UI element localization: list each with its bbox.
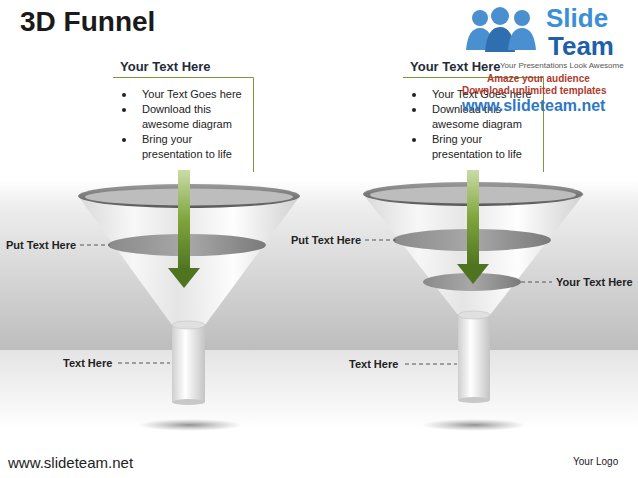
callout-label: Text Here [349, 357, 398, 371]
logo-url: www.slideteam.net [462, 96, 605, 115]
footer-url: www.slideteam.net [8, 454, 133, 472]
bullet-item: Bring your presentation to life [113, 132, 252, 162]
bullet-dot [122, 138, 126, 142]
bullet-item: Bring your presentation to life [403, 132, 542, 162]
callout-label: Put Text Here [291, 233, 361, 247]
bullet-text: Download this awesome diagram [142, 103, 232, 130]
text-callout: Your Text HereYour Text Goes hereDownloa… [113, 58, 258, 162]
callout-label: Put Text Here [6, 238, 76, 252]
logo-tagline: Download unlimited templates [462, 84, 606, 97]
bullet-item: Your Text Goes here [113, 87, 252, 102]
logo-word: Team [548, 32, 614, 61]
callout-label: Your Text Here [556, 275, 633, 289]
logo-word: Slide [546, 4, 608, 33]
bullet-dot [122, 108, 126, 112]
bullet-dot [412, 138, 416, 142]
logo-tagline: Amaze your audience [487, 72, 590, 85]
callout-label: Text Here [63, 356, 112, 370]
logo-placeholder: Your Logo [573, 455, 618, 468]
bullet-dot [412, 108, 416, 112]
bullet-item: Download this awesome diagram [113, 102, 252, 132]
bullet-text: Bring your presentation to life [432, 133, 522, 160]
bullet-dot [412, 93, 416, 97]
bullet-text: Your Text Goes here [142, 88, 242, 100]
bullet-dot [122, 93, 126, 97]
bullet-text: Bring your presentation to life [142, 133, 232, 160]
slide-title: 3D Funnel [20, 6, 155, 38]
logo-tagline: Your Presentations Look Awesome [500, 60, 624, 71]
callout-heading: Your Text Here [113, 58, 258, 77]
